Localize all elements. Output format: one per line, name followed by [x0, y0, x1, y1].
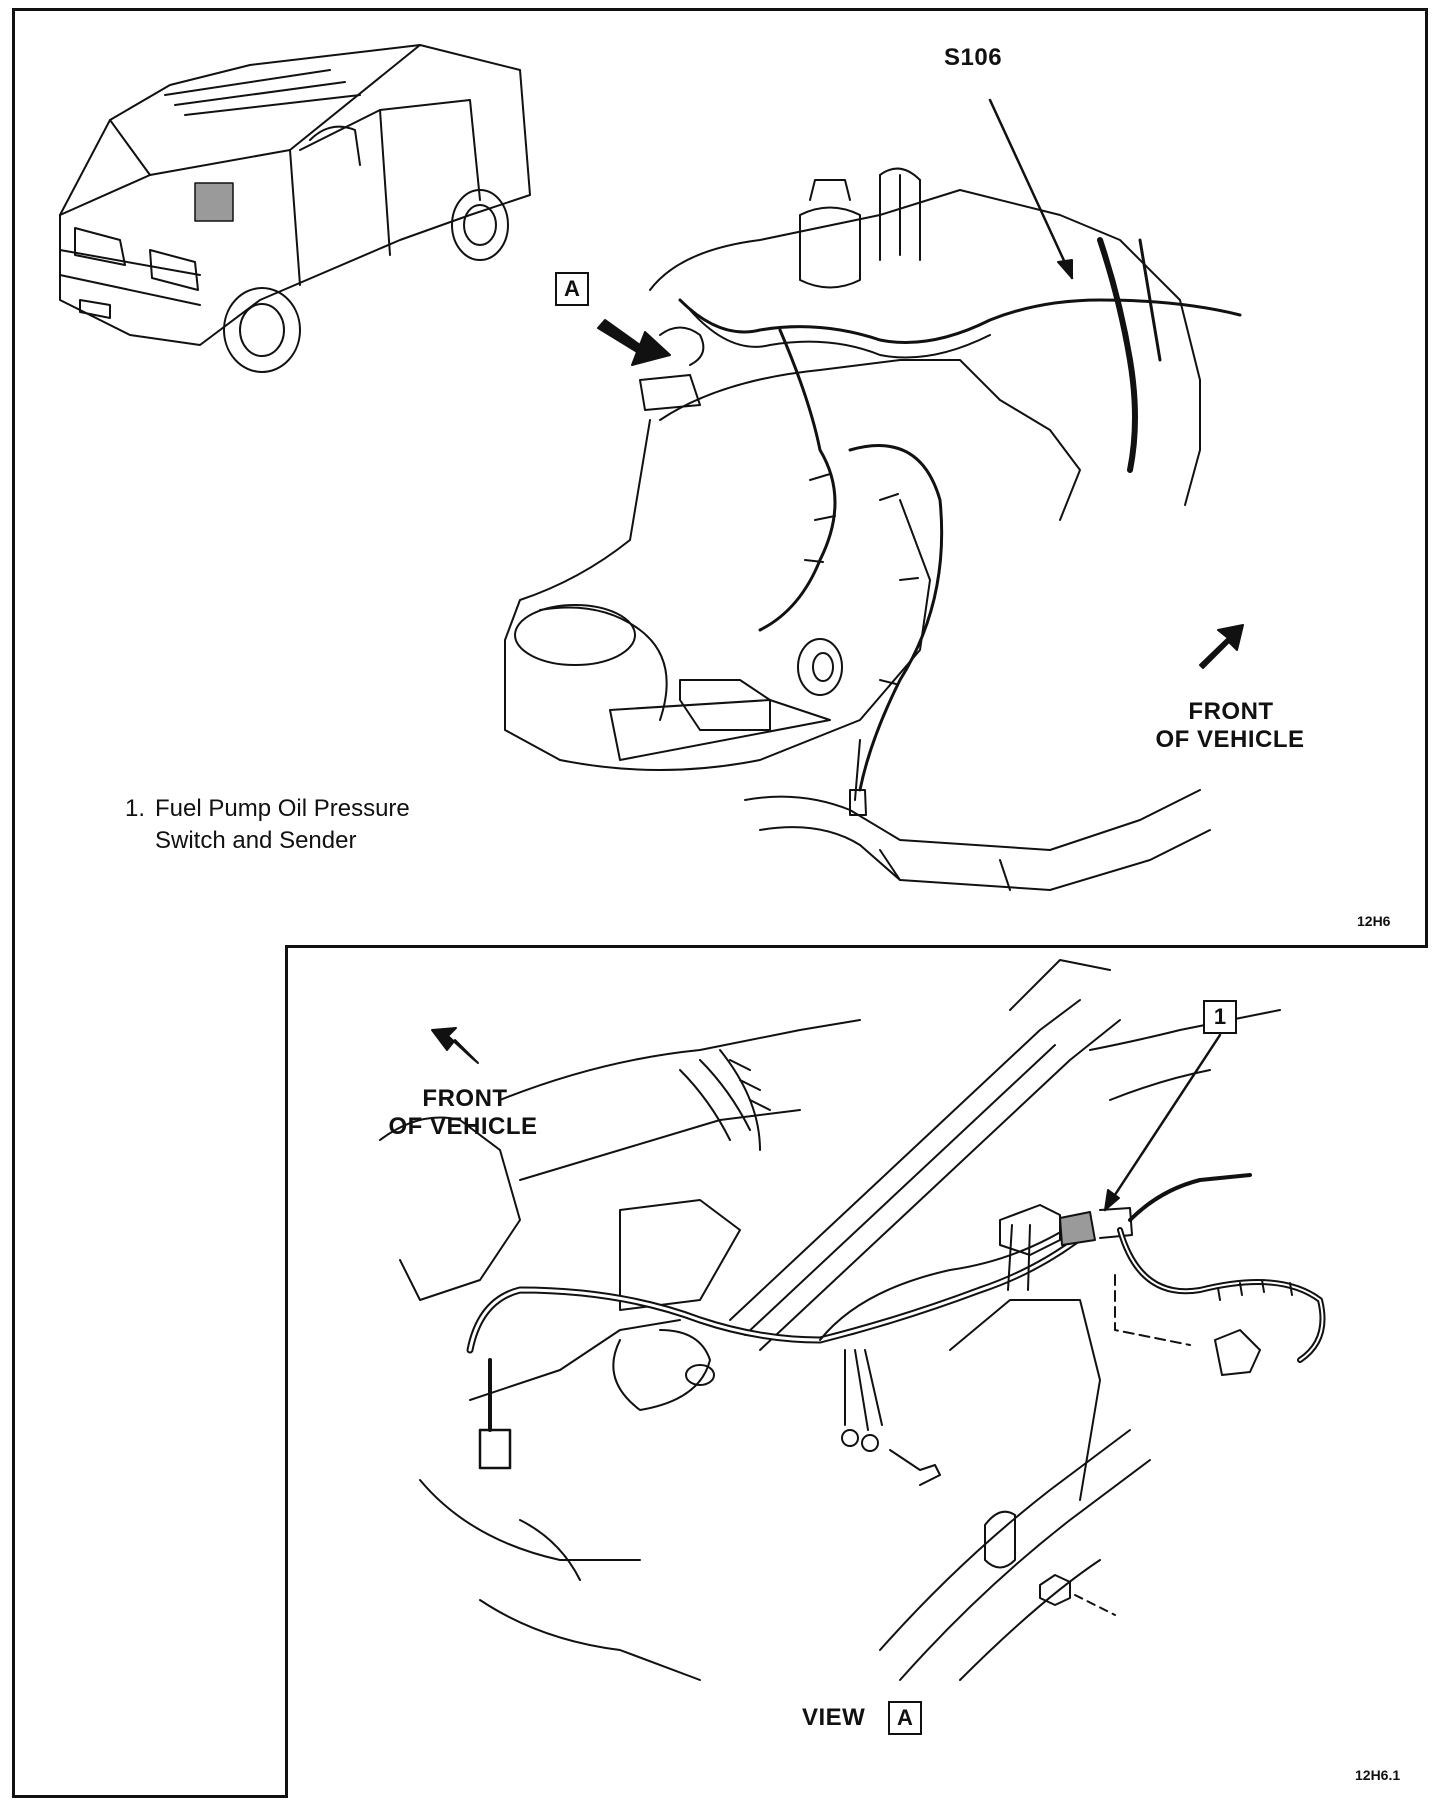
- s106-leader-line: [988, 98, 1074, 280]
- view-a-caption: VIEW: [802, 1704, 866, 1731]
- front-of-vehicle-top-line2: OF VEHICLE: [1155, 726, 1305, 753]
- legend-number: 1.: [125, 795, 146, 822]
- figure-code-top: 12H6: [1357, 913, 1391, 929]
- engine-location-highlight: [194, 182, 234, 222]
- view-a-callout-box: A: [555, 272, 589, 306]
- view-a-inset-frame: [285, 945, 1428, 1798]
- van-illustration: [59, 44, 531, 373]
- front-arrow-top: [1199, 624, 1244, 669]
- view-a-arrow: [597, 319, 671, 366]
- front-of-vehicle-top-line1: FRONT: [1188, 698, 1274, 725]
- splice-s106-label: S106: [944, 44, 1003, 71]
- legend-text-line2: Switch and Sender: [155, 827, 357, 854]
- legend-text-line1: Fuel Pump Oil Pressure: [155, 795, 410, 822]
- view-a-caption-box: A: [888, 1701, 922, 1735]
- front-of-vehicle-bottom-line1: FRONT: [422, 1085, 508, 1112]
- figure-code-bottom: 12H6.1: [1355, 1767, 1401, 1783]
- engine-top-view: [504, 167, 1242, 891]
- front-of-vehicle-bottom-line2: OF VEHICLE: [388, 1113, 538, 1140]
- component-1-callout-box: 1: [1203, 1000, 1237, 1034]
